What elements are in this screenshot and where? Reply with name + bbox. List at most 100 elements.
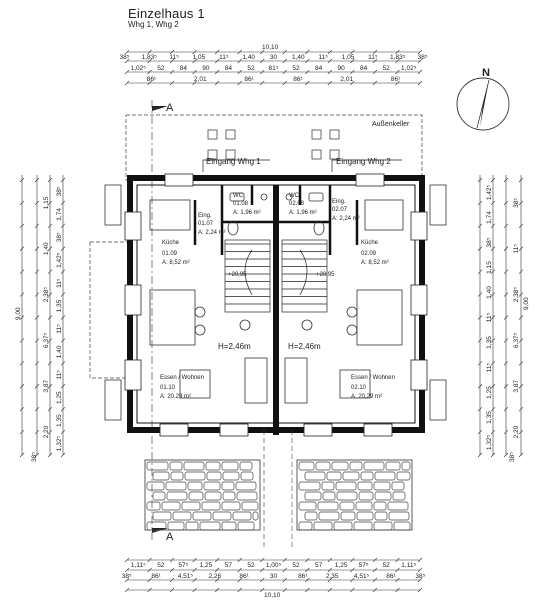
bottom-dim-label: 4,51⁵ [354,573,370,580]
right-dim-label: 11⁵ [486,362,493,372]
room-essen2-name: Essen / Wohnen [351,375,395,381]
left-dim-label: 1,35 [56,299,63,312]
left-bottom-dim: 38⁵ [31,452,38,462]
section-arrow-bottom [152,528,168,533]
room-height-2: H=2,46m [288,342,321,351]
bottom-dim-label: 57 [225,562,233,569]
room-kueche2-area: A: 8,52 m² [361,260,389,266]
room-height-1: H=2,46m [218,342,251,351]
top-dim-label: 1,05 [193,54,206,61]
room-essen1-area: A: 20,29 m² [160,394,191,400]
left-terrace [89,241,131,379]
kitchen-counters [149,199,404,346]
top-dim-label: 1,05 [342,54,355,61]
right-dim-label: 1,35 [486,411,493,424]
bottom-dim-label: 1,25 [200,562,213,569]
top-dim-label: 84 [180,65,188,72]
right-dim-label: 38⁵ [513,198,520,208]
room-wc2-name: WC [289,193,300,199]
bottom-dim-label: 57 [315,562,323,569]
section-label-top: A [166,102,174,114]
left-dim-label: 1,42⁵ [56,252,63,268]
top-dim-label: 86¹ [147,76,157,83]
top-dim-label: 38⁵ [119,54,129,61]
room-wc1-num: 01.08 [233,201,249,207]
room-kueche1-name: Küche [162,240,180,246]
room-kueche2-num: 02.09 [361,251,377,257]
left-dim-label: 1,25 [56,391,63,404]
right-dim-label: 1,74 [486,211,493,224]
left-dim-label: 11⁵ [56,370,63,380]
top-dim-label: 84 [360,65,368,72]
top-dim-label: 52 [383,65,391,72]
top-dimensions [124,49,423,86]
room-essen1-num: 01.10 [160,385,176,391]
bottom-dim-label: 52 [292,562,300,569]
bottom-dim-label: 2,35 [326,573,339,580]
top-dim-label: 11⁵ [318,54,328,61]
room-flur1-name: Eing. [198,213,212,219]
bottom-total-dim: 10,10 [264,592,281,599]
bottom-dim-label: 4,51⁵ [178,573,194,580]
room-wc2-area: A: 1,96 m² [289,210,317,216]
bottom-dim-label: 86¹ [239,573,249,580]
room-flur1-area: A: 2,24 m² [198,230,226,236]
room-flur1-num: 01.07 [198,221,214,227]
right-dimensions [477,175,524,458]
top-dim-label: 11⁵ [219,54,229,61]
top-dim-label: 1,02⁵ [131,65,147,72]
room-wc2-num: 02.08 [289,201,305,207]
room-essen1-name: Essen / Wohnen [160,375,204,381]
bottom-dim-label: 52 [247,562,255,569]
section-label-bottom: A [166,531,174,543]
bottom-dim-label: 1,11⁵ [131,562,146,569]
top-dim-label: 90 [337,65,345,72]
bottom-dimensions [124,557,423,593]
room-essen2-num: 02.10 [351,385,367,391]
top-dim-label: 52 [247,65,255,72]
bottom-dim-label: 1,00⁵ [266,562,282,569]
bottom-dim-label: 1,25 [335,562,348,569]
plan-subtitle: Whg 1, Whg 2 [128,20,179,29]
left-total-dim: 9,00 [15,307,22,320]
stair-level-1: +20,95 [228,272,247,278]
windows [124,173,428,437]
right-dim-label: 1,15 [486,261,493,274]
top-dim-label: 11⁵ [169,54,179,61]
plan-title: Einzelhaus 1 [128,6,205,21]
top-dim-label: 86¹ [391,76,401,83]
entrance-label-1: Eingang Whg 1 [206,157,261,166]
bottom-dim-label: 2,26 [208,573,221,580]
top-dim-label: 2,01 [194,76,207,83]
left-dim-label: 11⁵ [56,278,63,288]
window-boxes [104,184,447,421]
top-dim-label: 1,83⁵ [390,54,406,61]
left-dim-label: 1,40 [43,242,50,255]
top-dim-label: 86¹ [293,76,303,83]
left-dimensions [19,175,66,458]
top-dim-label: 1,02⁵ [401,65,417,72]
room-kueche2-name: Küche [361,240,379,246]
right-dim-label: 2,38⁵ [513,287,520,303]
room-flur2-num: 02.07 [332,207,348,213]
bottom-dim-label: 52 [383,562,391,569]
top-dim-label: 84 [315,65,323,72]
right-dim-label: 1,32⁵ [486,435,493,451]
room-kueche1-num: 01.09 [162,251,178,257]
top-dim-label: 52 [292,65,300,72]
bottom-dim-label: 57⁵ [359,562,369,569]
left-dim-label: 38⁵ [56,232,63,242]
bottom-dim-label: 30 [270,573,278,580]
top-dim-label: 30 [270,54,278,61]
top-dim-label: 38⁵ [418,54,428,61]
bottom-dim-label: 52 [157,562,165,569]
left-dim-label: 1,40 [56,345,63,358]
section-arrow-top [152,106,168,111]
top-dim-label: 1,40 [242,54,255,61]
room-kueche1-area: A: 8,52 m² [162,260,190,266]
right-dim-label: 6,37⁵ [513,332,520,348]
bottom-dim-label: 86¹ [298,573,308,580]
right-dim-label: 1,42⁵ [486,185,493,201]
right-dim-label: 38⁵ [486,237,493,247]
